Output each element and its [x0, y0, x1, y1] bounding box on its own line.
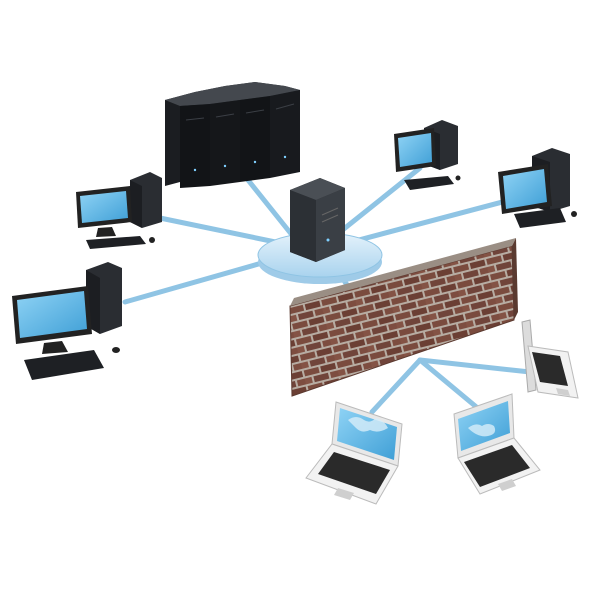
laptop-icon	[305, 401, 403, 505]
link-laptop-right	[417, 357, 533, 375]
desktop-computer-icon	[498, 148, 577, 228]
desktop-computer-icon	[12, 262, 122, 380]
server-tower-icon	[290, 178, 345, 262]
server-rack-icon	[165, 82, 300, 188]
firewall-brick-wall-icon	[289, 238, 518, 397]
link-desktop-left-top	[157, 215, 293, 248]
desktop-computer-icon	[394, 120, 461, 190]
desktop-computer-icon	[76, 172, 162, 249]
laptop-icon	[521, 319, 579, 399]
link-laptop-middle	[417, 357, 483, 413]
link-laptop-left	[369, 357, 423, 415]
laptop-icon	[453, 393, 541, 495]
link-desktop-right-middle	[337, 197, 513, 248]
